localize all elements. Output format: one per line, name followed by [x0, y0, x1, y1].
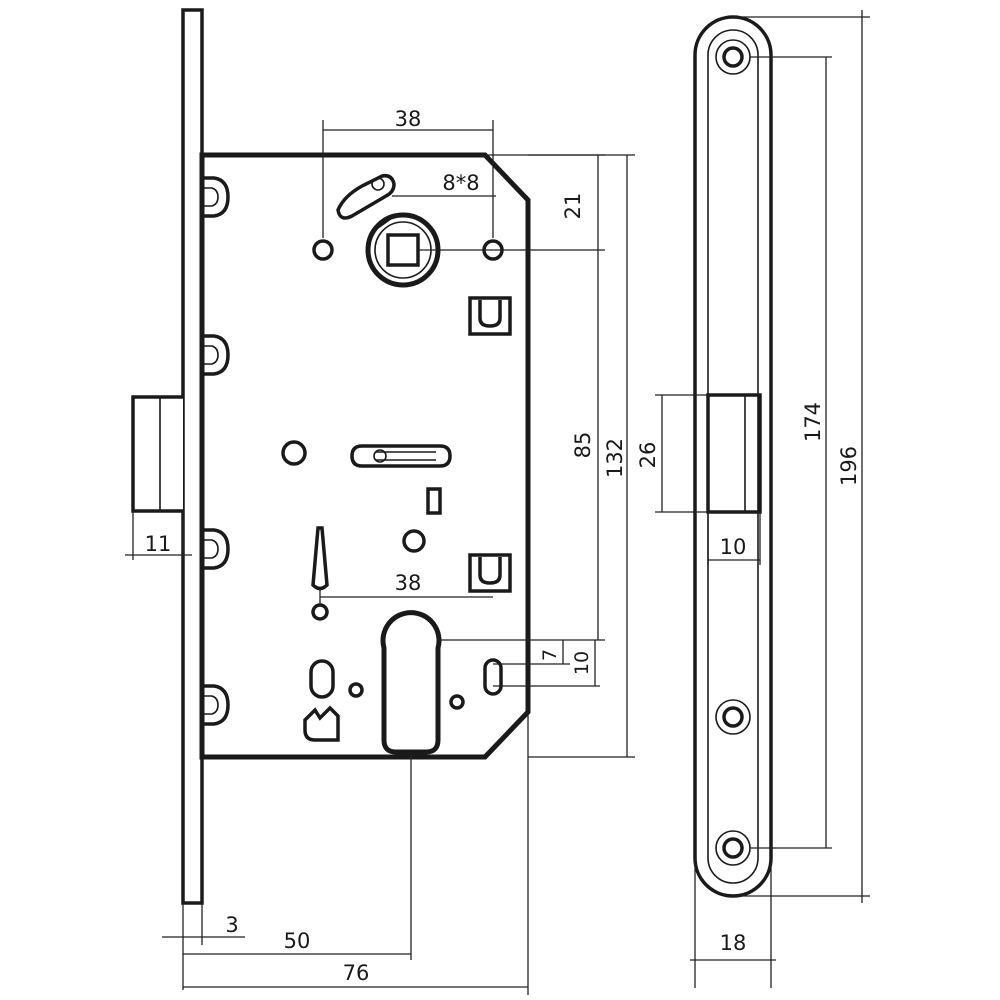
dim-132-label: 132 — [603, 438, 627, 478]
small-hole-lower-right — [449, 694, 465, 710]
strike-screw-hole-middle — [715, 699, 751, 735]
screw-tab-4 — [202, 684, 230, 726]
dim-18: 18 — [690, 858, 776, 988]
dim-cyl-38: 38 — [319, 571, 493, 605]
u-lug-upper — [468, 296, 512, 336]
lock-body-outline — [199, 152, 531, 760]
dim-18-label: 18 — [720, 931, 747, 955]
latch-slot — [350, 444, 452, 468]
faceplate-outline — [181, 8, 204, 905]
lower-mid-hole — [402, 529, 426, 553]
dim-21-label: 21 — [561, 193, 585, 220]
small-rect-slot — [426, 487, 442, 515]
latch-outline — [131, 395, 183, 513]
screw-tab-2 — [202, 334, 230, 376]
oval-slot-right — [483, 658, 503, 696]
dim-8x8: 8*8 — [392, 171, 496, 197]
strike-plate-inner-line — [707, 29, 759, 884]
dim-50-label: 50 — [284, 929, 311, 953]
mid-hole — [281, 440, 307, 466]
privacy-lever — [336, 173, 396, 220]
dim-7-10: 7 10 — [493, 640, 600, 687]
strike-opening — [706, 393, 762, 514]
dim-top-38: 38 — [322, 107, 494, 238]
dim-cyl-38-label: 38 — [395, 571, 422, 595]
oval-slot-left — [309, 659, 335, 699]
u-lug-lower — [468, 553, 512, 593]
dim-26-label: 26 — [636, 442, 660, 469]
dim-10-strike: 10 — [707, 512, 761, 565]
dim-top-38-label: 38 — [395, 107, 422, 131]
small-hole-lower-left — [348, 682, 364, 698]
screw-tab-3 — [202, 528, 230, 570]
dim-50: 50 — [183, 752, 412, 960]
dim-10-strike-label: 10 — [720, 535, 747, 559]
dim-85: 85 — [438, 250, 605, 641]
dim-3: 3 — [162, 903, 245, 990]
dim-132: 132 — [528, 154, 635, 758]
screw-tab-1 — [202, 176, 230, 218]
dim-174-label: 174 — [801, 402, 825, 442]
dim-85-label: 85 — [571, 432, 595, 459]
spring-pin — [311, 526, 329, 591]
faceplate — [181, 8, 204, 905]
latch-bolt — [131, 395, 184, 560]
euro-cylinder-cutout — [380, 610, 442, 755]
dim-196: 196 — [733, 10, 870, 903]
dim-3-label: 3 — [225, 913, 238, 937]
mount-hole-top-left — [312, 239, 334, 261]
dim-76-label: 76 — [343, 961, 370, 985]
dim-11: 11 — [125, 532, 192, 556]
dim-76: 76 — [183, 712, 529, 995]
dim-10-label: 10 — [571, 651, 593, 675]
lock-body — [199, 152, 531, 760]
dim-196-label: 196 — [837, 446, 861, 486]
dim-7-label: 7 — [539, 649, 561, 661]
dim-11-label: 11 — [145, 532, 172, 556]
dim-8x8-label: 8*8 — [442, 171, 479, 195]
dim-174: 174 — [750, 56, 832, 849]
dim-26: 26 — [636, 394, 708, 513]
trigger-part — [303, 705, 340, 742]
strike-plate — [693, 15, 773, 898]
